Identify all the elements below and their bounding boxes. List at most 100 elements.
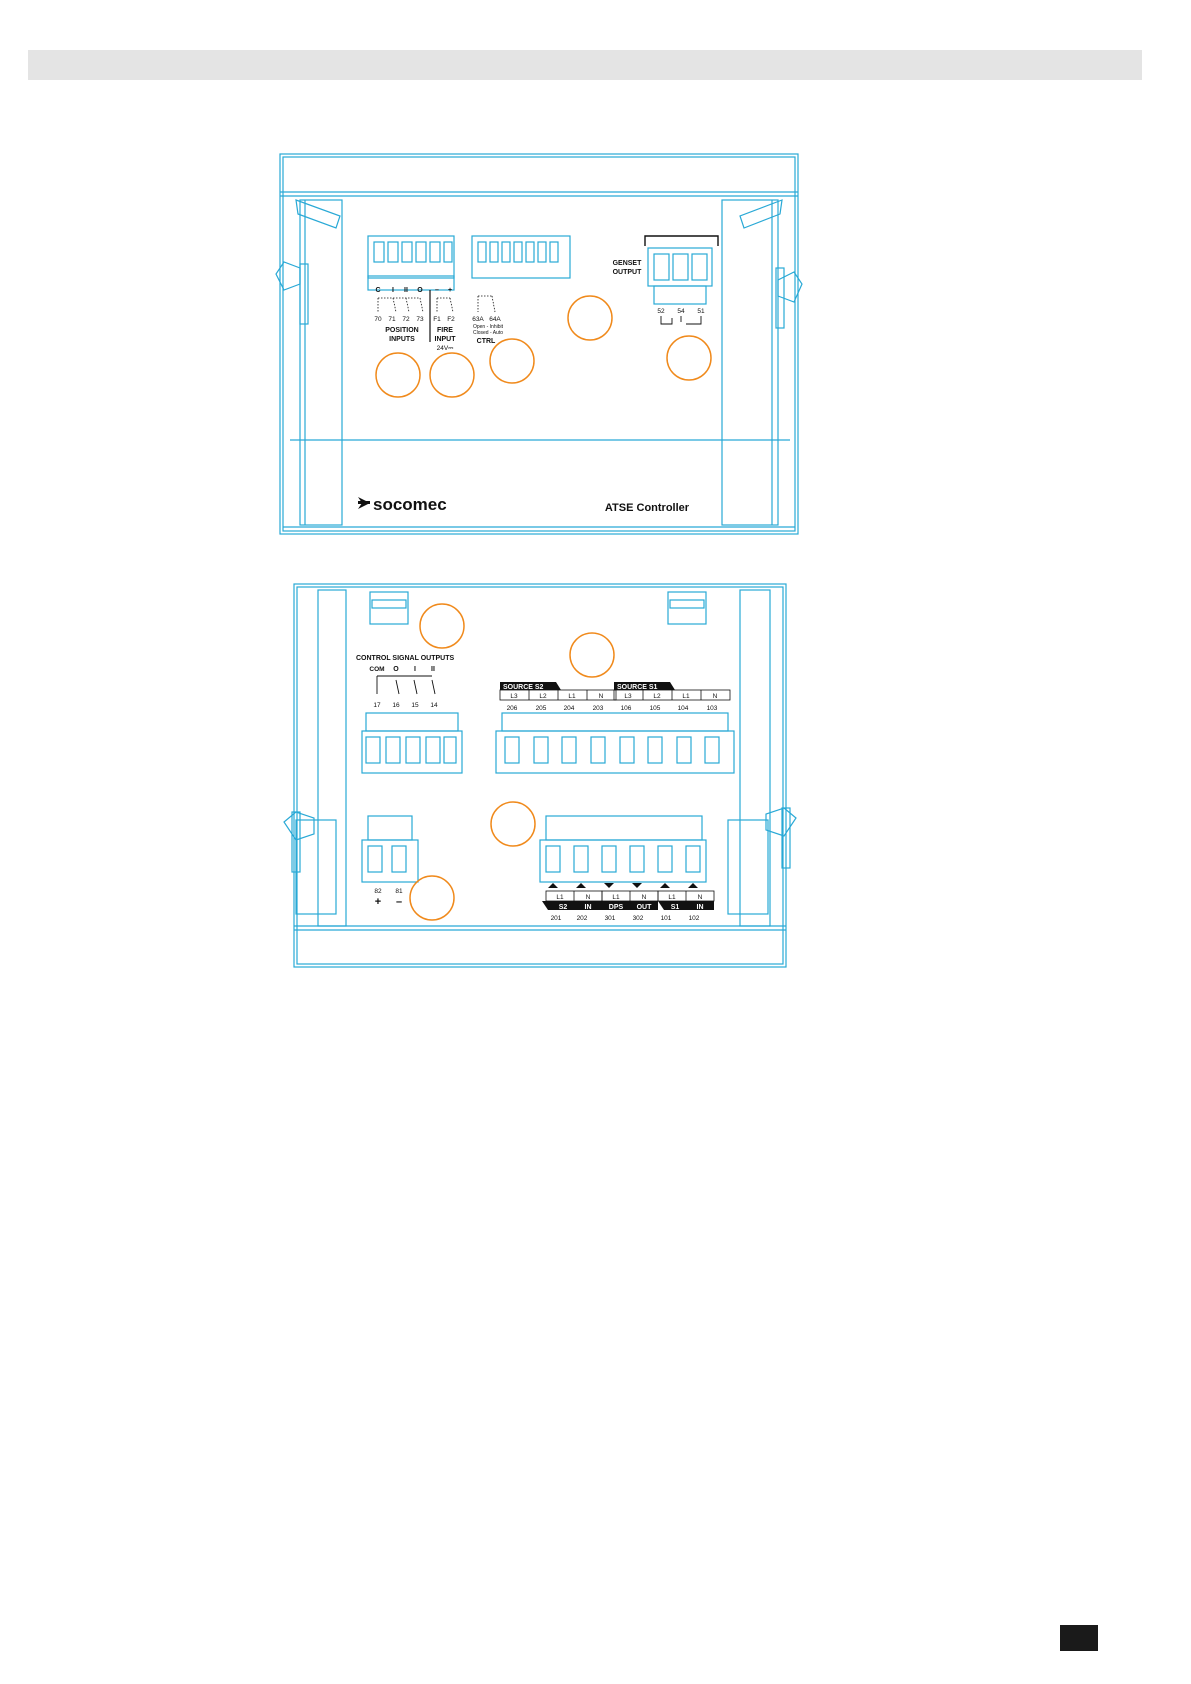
svg-text:201: 201	[551, 915, 562, 922]
ctrl-connector[interactable]	[471, 235, 571, 279]
measurement-group-labels: S2 IN DPS OUT S1 IN	[542, 901, 714, 911]
svg-text:L1: L1	[682, 693, 690, 700]
callout-bottom-lower-left	[409, 875, 455, 921]
ctrl-wiring	[477, 295, 496, 313]
svg-text:O: O	[393, 666, 399, 673]
genset-label-2: OUTPUT	[613, 269, 643, 276]
svg-text:COM: COM	[369, 666, 384, 673]
svg-text:II: II	[431, 666, 435, 673]
svg-text:102: 102	[689, 915, 700, 922]
top-view-housing	[275, 153, 803, 535]
supply-connector[interactable]	[361, 815, 419, 883]
fire-input-label: FIRE	[437, 327, 453, 334]
svg-text:DPS: DPS	[609, 904, 624, 911]
supply-terminal-82: 82	[374, 888, 382, 895]
svg-text:104: 104	[678, 705, 689, 712]
svg-text:L1: L1	[668, 894, 676, 901]
svg-text:203: 203	[593, 705, 604, 712]
control-output-terminals: 17 16 15 14	[373, 702, 438, 709]
svg-text:101: 101	[661, 915, 672, 922]
genset-bracket	[644, 235, 719, 246]
genset-terminal-51: 51	[697, 308, 705, 315]
source-s2-header: SOURCE S2 L3 L2 L1 N 206 205 204 203	[499, 682, 617, 712]
svg-text:IN: IN	[585, 904, 592, 911]
pos-symbol-o: O	[417, 287, 423, 294]
control-output-wiring	[376, 675, 436, 695]
ctrl-terminal-64a: 64A	[489, 316, 501, 323]
measurement-arrows	[548, 883, 698, 888]
supply-polarity-plus: +	[375, 896, 381, 908]
fire-polarity-minus: –	[435, 287, 439, 294]
position-input-terminals: 70 71 72 73	[374, 316, 424, 323]
source-connector[interactable]	[495, 712, 735, 774]
svg-text:N: N	[586, 894, 591, 901]
callout-ctrl	[489, 338, 535, 384]
svg-text:302: 302	[633, 915, 644, 922]
svg-text:206: 206	[507, 705, 518, 712]
svg-text:301: 301	[605, 915, 616, 922]
pos-symbol-c: C	[375, 287, 380, 294]
svg-text:17: 17	[373, 702, 381, 709]
svg-text:70: 70	[374, 316, 382, 323]
callout-fire-input	[429, 352, 475, 398]
socomec-logo: socomec	[358, 495, 447, 514]
source-s1-header: SOURCE S1 L3 L2 L1 N 106 105 104 103	[613, 682, 731, 712]
svg-text:106: 106	[621, 705, 632, 712]
ctrl-terminal-63a: 63A	[472, 316, 484, 323]
svg-text:N: N	[642, 894, 647, 901]
ctrl-label: CTRL	[477, 338, 496, 345]
genset-label: GENSET	[613, 260, 643, 267]
bottom-view-housing	[283, 583, 797, 968]
svg-text:S2: S2	[559, 904, 568, 911]
svg-text:N: N	[698, 894, 703, 901]
supply-polarity-minus: –	[396, 896, 402, 908]
svg-text:L1: L1	[568, 693, 576, 700]
callout-bottom-top-left	[419, 603, 465, 649]
measurement-terminals: 201 202 301 302 101 102	[551, 915, 700, 922]
callout-bottom-top-center	[569, 632, 615, 678]
genset-connector[interactable]	[647, 247, 713, 305]
callout-top-center	[567, 295, 613, 341]
position-fire-connector[interactable]	[367, 235, 455, 291]
header-band	[28, 50, 1142, 80]
fire-input-wiring	[436, 297, 454, 313]
callouts-top	[375, 295, 712, 398]
svg-text:N: N	[713, 693, 718, 700]
position-inputs-label: POSITION	[385, 327, 418, 334]
svg-text:202: 202	[577, 915, 588, 922]
measurement-phase-labels: L1 N L1 N L1 N	[545, 890, 715, 902]
svg-text:OUT: OUT	[637, 904, 653, 911]
pos-symbol-ii: II	[404, 287, 408, 294]
brand-name: socomec	[373, 495, 447, 514]
ctrl-state-closed: Closed - Auto	[473, 330, 503, 336]
svg-text:I: I	[414, 666, 416, 673]
svg-text:103: 103	[707, 705, 718, 712]
fire-terminal-f1: F1	[433, 316, 441, 323]
position-input-symbols: C I II O	[375, 287, 423, 294]
pos-symbol-i: I	[392, 287, 394, 294]
svg-text:73: 73	[416, 316, 424, 323]
svg-text:IN: IN	[697, 904, 704, 911]
measurement-connector[interactable]	[539, 815, 707, 883]
svg-text:15: 15	[411, 702, 419, 709]
svg-text:204: 204	[564, 705, 575, 712]
svg-text:L2: L2	[653, 693, 661, 700]
svg-text:S1: S1	[671, 904, 680, 911]
svg-text:205: 205	[536, 705, 547, 712]
svg-text:71: 71	[388, 316, 396, 323]
genset-terminal-54: 54	[677, 308, 685, 315]
position-input-wiring	[377, 297, 424, 313]
svg-text:72: 72	[402, 316, 410, 323]
svg-text:L2: L2	[539, 693, 547, 700]
control-output-connector[interactable]	[361, 712, 463, 774]
svg-text:N: N	[599, 693, 604, 700]
svg-text:SOURCE S2: SOURCE S2	[503, 684, 544, 691]
genset-terminal-52: 52	[657, 308, 665, 315]
supply-terminal-81: 81	[395, 888, 403, 895]
callouts-bottom	[409, 603, 615, 921]
product-name: ATSE Controller	[605, 502, 690, 514]
ctrl-state-open: Open - Inhibit	[473, 324, 504, 330]
callout-genset	[666, 335, 712, 381]
svg-text:SOURCE S1: SOURCE S1	[617, 684, 658, 691]
